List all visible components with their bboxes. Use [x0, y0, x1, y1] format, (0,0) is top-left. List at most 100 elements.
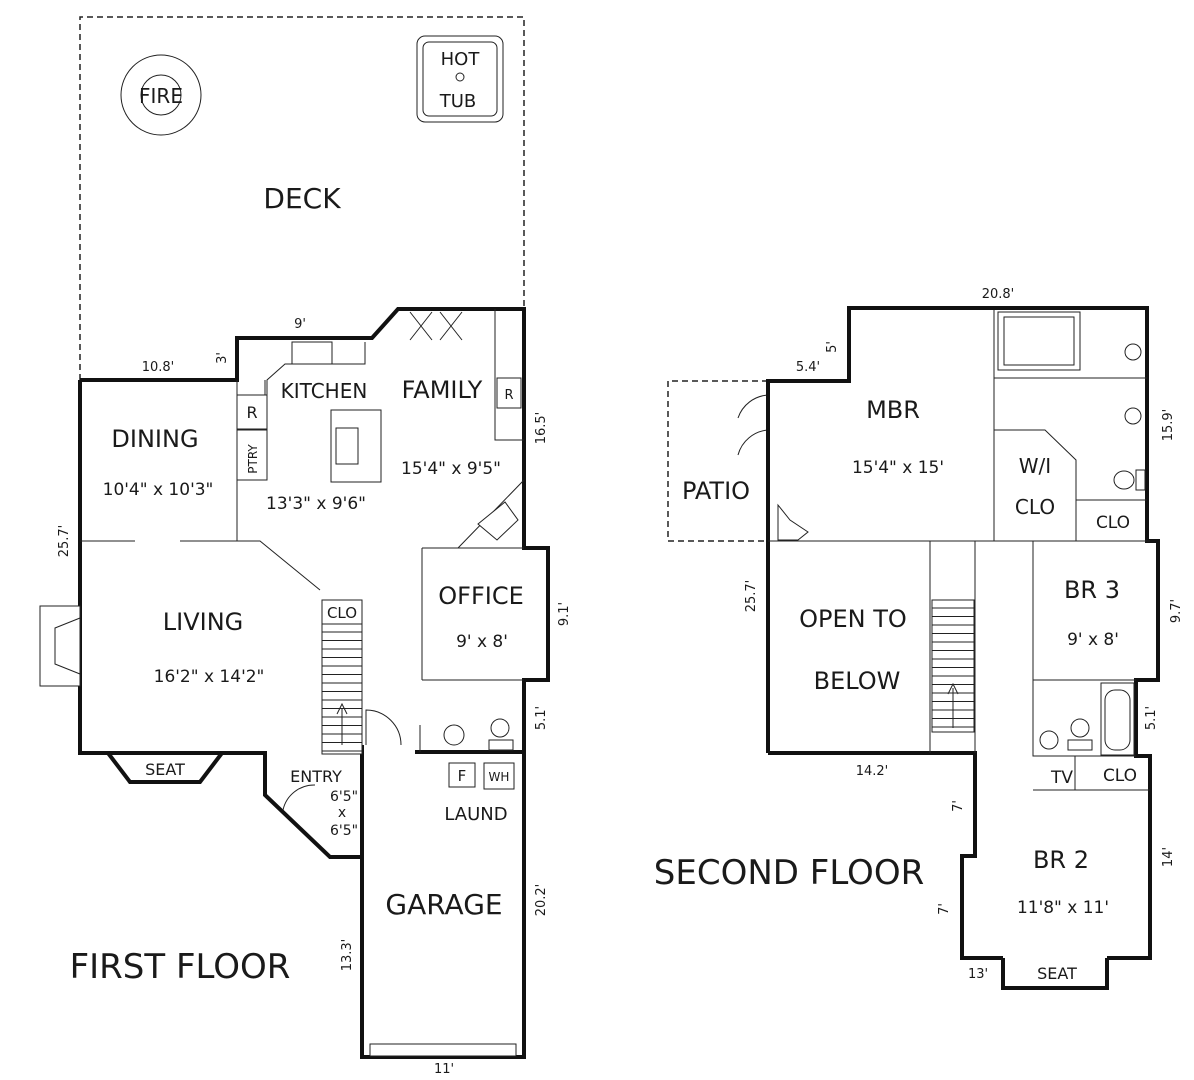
br3-size: 9' x 8' [1067, 630, 1119, 650]
first-floor-plan: DECK FIRE HOT TUB DINING 10'4" x 10'3" K… [39, 16, 572, 1077]
dim-second-right-top: 15.9' [1161, 409, 1176, 442]
dim-kitchen-top: 9' [294, 317, 306, 332]
patio-outline [667, 380, 768, 542]
hall-bath-sink [1039, 730, 1059, 750]
second-stair-treads [932, 607, 974, 728]
furnace-label: F [458, 767, 467, 785]
pantry-box [236, 429, 268, 481]
half-bath-toilet [490, 718, 510, 738]
half-bath-sink [443, 724, 465, 746]
open-to-below-label-2: BELOW [814, 667, 901, 695]
hot-tub-label-2: TUB [439, 91, 477, 112]
family-corner-fireplace [477, 501, 519, 541]
dim-br2-left-top: 7' [951, 800, 966, 812]
fireplace [39, 605, 81, 687]
front-door-swing [282, 784, 316, 811]
living-label: LIVING [163, 608, 244, 636]
kitchen-fridge [236, 394, 268, 430]
master-shower-inner [1003, 316, 1075, 366]
master-shower [997, 311, 1081, 371]
dim-br2-left-bottom: 7' [937, 903, 952, 915]
family-size: 15'4" x 9'5" [401, 459, 501, 479]
hot-tub-drain [455, 72, 465, 82]
hall-bath-toilet-tank [1067, 739, 1093, 751]
dim-first-left: 25.7' [57, 525, 72, 558]
hall-closet-label: CLO [1103, 766, 1137, 786]
fireplace-hearth [54, 617, 81, 675]
mbr-corner-fireplace [777, 503, 809, 541]
seat-label: SEAT [145, 760, 185, 779]
fire-label: FIRE [139, 84, 183, 108]
kitchen-size: 13'3" x 9'6" [266, 494, 366, 514]
open-to-below-label-1: OPEN TO [799, 605, 907, 633]
master-sink-2 [1124, 407, 1142, 425]
half-bath-toilet-tank [488, 739, 514, 751]
br2-size: 11'8" x 11' [1017, 898, 1109, 918]
dim-garage-bottom: 11' [434, 1062, 454, 1077]
office-label: OFFICE [438, 582, 524, 610]
dim-garage-right: 20.2' [534, 884, 549, 917]
hot-tub-outer [416, 35, 504, 123]
patio-door-swings [737, 394, 769, 456]
family-fridge-label: R [504, 388, 513, 403]
br2-label: BR 2 [1033, 846, 1089, 874]
first-floor-closet-box [321, 599, 363, 625]
second-floor-title: SECOND FLOOR [654, 853, 924, 893]
cooktop [335, 427, 359, 465]
first-floor-exterior-wall [80, 307, 550, 754]
dim-kitchen-step: 3' [215, 352, 230, 364]
kitchen-counter-run [266, 342, 366, 398]
dining-size: 10'4" x 10'3" [103, 480, 214, 500]
fire-pit-inner [140, 74, 182, 116]
master-sink-1 [1124, 343, 1142, 361]
first-floor-west-wall [78, 380, 362, 859]
dim-open-bottom: 14.2' [856, 764, 889, 779]
deck-label: DECK [263, 182, 341, 215]
closet-label: CLO [327, 604, 357, 622]
pantry-label: PTRY [246, 444, 260, 474]
dim-family-right: 16.5' [534, 412, 549, 445]
bath-closet-label: CLO [1096, 513, 1130, 533]
dim-second-top: 20.8' [982, 287, 1015, 302]
family-label: FAMILY [402, 376, 483, 404]
entry-size-1: 6'5" [330, 789, 358, 805]
patio-label: PATIO [682, 477, 750, 505]
garage-door [369, 1043, 517, 1057]
second-floor-open-bottom [768, 751, 1003, 960]
dim-second-left: 25.7' [744, 580, 759, 613]
dim-second-step-h: 5.4' [796, 360, 820, 375]
dining-label: DINING [111, 425, 198, 453]
entry-size-2: x [338, 805, 346, 821]
second-floor-seat-bay [1001, 958, 1109, 990]
furnace-box [448, 762, 476, 788]
br3-label: BR 3 [1064, 576, 1120, 604]
dim-br2-bottom: 13' [968, 967, 988, 982]
tv-label: TV [1050, 768, 1073, 788]
living-size: 16'2" x 14'2" [154, 667, 265, 687]
entry-size-3: 6'5" [330, 823, 358, 839]
fire-pit-outer [120, 54, 202, 136]
second-floor-interior-walls [768, 310, 1150, 791]
second-floor-exterior-wall [766, 306, 1160, 960]
kitchen-label: KITCHEN [281, 379, 368, 403]
office-size: 9' x 8' [456, 632, 508, 652]
wic-label-2: CLO [1015, 495, 1055, 519]
master-toilet-tank [1135, 469, 1146, 491]
dim-dining-top: 10.8' [142, 360, 175, 375]
stair-arrow [336, 702, 348, 745]
water-heater-box [483, 762, 515, 790]
dim-br3-right: 9.7' [1169, 599, 1184, 623]
living-seat-bay [106, 751, 224, 784]
entry-label: ENTRY [290, 767, 342, 786]
kitchen-sink [291, 341, 333, 365]
master-toilet [1113, 470, 1135, 490]
second-seat-label: SEAT [1037, 964, 1077, 983]
family-french-doors [409, 311, 463, 341]
dim-bath-right: 5.1' [1144, 706, 1159, 730]
water-heater-label: WH [489, 770, 510, 784]
dim-second-step-v: 5' [825, 341, 840, 353]
second-floor-plan: PATIO MBR 15'4" x 15' W/I CLO CLO BR 3 9… [654, 287, 1184, 990]
family-fridge [496, 377, 522, 409]
dim-laundry-right: 5.1' [534, 706, 549, 730]
